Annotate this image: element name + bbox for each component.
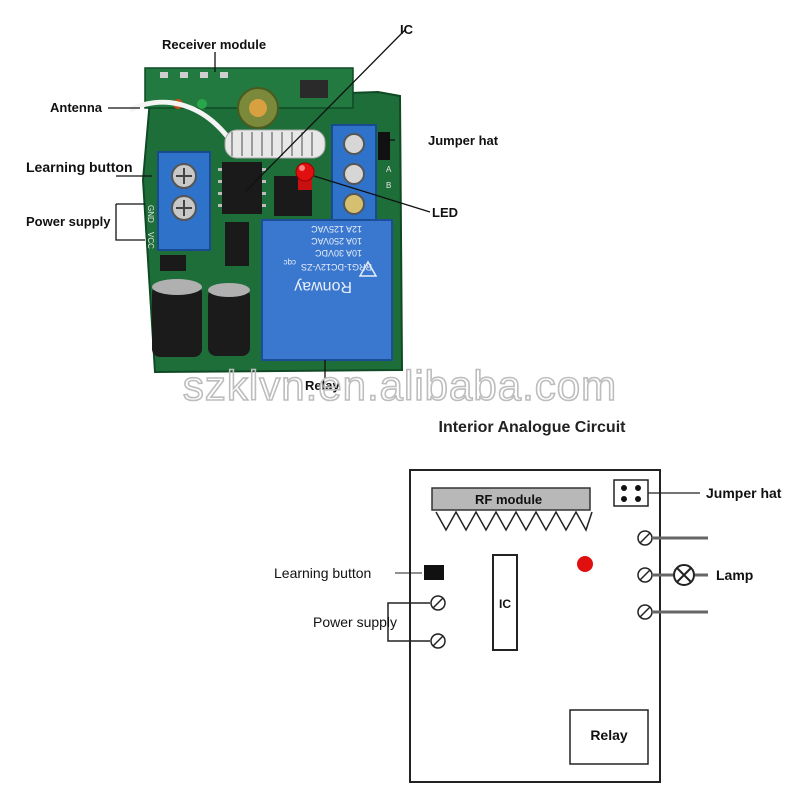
relay-box <box>569 709 649 765</box>
antenna-wire <box>128 99 232 142</box>
pin-label-b: B <box>386 181 391 190</box>
relay-marking-line2: 10A 30VDC <box>314 248 362 258</box>
power-supply-label: Power supply <box>313 614 397 630</box>
led-part <box>295 162 315 190</box>
antenna-coil <box>224 129 326 159</box>
label-relay-photo: Relay <box>305 378 340 393</box>
label-ic-top: IC <box>400 22 414 37</box>
rf-module-box <box>431 487 591 511</box>
watermark: szklvn.en.alibaba.com <box>183 362 617 409</box>
diagram-led <box>577 556 593 572</box>
jumper-hat-label: Jumper hat <box>706 485 782 501</box>
pin-label-a: A <box>386 165 392 174</box>
power-terminals <box>387 595 446 649</box>
jumper-hat-symbol <box>613 479 649 507</box>
relay-marking-line1: RRG1-DC12V-ZS <box>301 262 372 272</box>
label-receiver-module: Receiver module <box>162 37 266 52</box>
ic-box <box>492 554 518 651</box>
pcb-photo: GND VCC A B RRG1-DC12V-ZS 10A 30VDC 10A … <box>128 67 404 374</box>
output-terminals <box>637 530 708 620</box>
label-learning-button-photo: Learning button <box>26 159 133 175</box>
relay-marking-line3: 10A 250VAC <box>311 236 362 246</box>
label-led: LED <box>432 205 458 220</box>
relay-brand: Ronway <box>294 278 352 295</box>
ic-label: IC <box>499 597 511 611</box>
label-power-supply-photo: Power supply <box>26 214 111 229</box>
pin-label-gnd: GND <box>146 205 155 223</box>
lamp-icon <box>673 564 695 586</box>
label-jumper-hat-photo: Jumper hat <box>428 133 499 148</box>
rf-antenna-zigzag <box>435 510 593 532</box>
photo-callouts <box>108 29 431 378</box>
relay-marking-line4: 12A 125VAC <box>311 224 362 234</box>
diagram-title: Interior Analogue Circuit <box>439 419 627 436</box>
relay-label: Relay <box>590 727 628 743</box>
pin-label-vcc: VCC <box>146 232 155 249</box>
label-antenna: Antenna <box>50 100 103 115</box>
learning-button-label: Learning button <box>274 565 371 581</box>
jumper-hat-part <box>378 132 390 160</box>
learning-button-symbol <box>424 565 444 580</box>
relay-cert: cqc <box>284 258 296 267</box>
ic-chip <box>222 162 262 214</box>
relay-part: RRG1-DC12V-ZS 10A 30VDC 10A 250VAC 12A 1… <box>261 219 393 361</box>
rf-module-label: RF module <box>475 492 542 507</box>
learning-button-part <box>225 222 249 266</box>
capacitors <box>152 279 250 357</box>
lamp-label: Lamp <box>716 567 753 583</box>
